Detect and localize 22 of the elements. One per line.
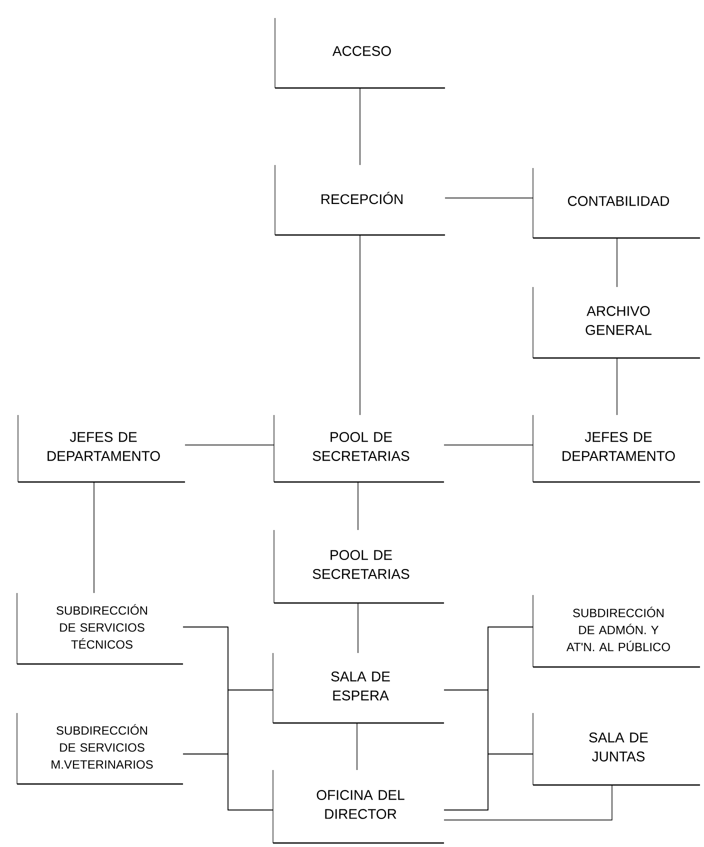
connector-line — [616, 358, 618, 416]
org-box: POOL DE SECRETARIAS — [274, 530, 444, 604]
org-box: SALA DE JUNTAS — [532, 712, 700, 786]
connector-line — [444, 784, 612, 820]
org-box: JEFES DE DEPARTAMENTO — [18, 414, 185, 483]
org-box: ARCHIVO GENERAL — [532, 286, 700, 359]
connector-line — [444, 444, 534, 446]
org-box: SUBDIRECCIÓN DE SERVICIOS TÉCNICOS — [16, 592, 183, 665]
org-box: OFICINA DEL DIRECTOR — [272, 770, 444, 844]
connector-line — [356, 722, 358, 770]
org-box: CONTABILIDAD — [532, 168, 700, 239]
connector-line — [616, 238, 618, 288]
connector-line — [182, 754, 274, 810]
org-box: POOL DE SECRETARIAS — [274, 414, 444, 483]
org-box: SUBDIRECCIÓN DE SERVICIOS M.VETERINARIOS — [16, 712, 183, 785]
org-box: JEFES DE DEPARTAMENTO — [532, 414, 700, 483]
connector-line — [184, 444, 274, 446]
org-box: SALA DE ESPERA — [272, 652, 444, 724]
connector-line — [444, 754, 534, 810]
org-box: ACCESO — [274, 18, 445, 89]
org-box: SUBDIRECCIÓN DE ADMÓN. Y AT'N. AL PÚBLICO — [532, 594, 700, 668]
org-box: RECEPCIÓN — [274, 164, 445, 236]
